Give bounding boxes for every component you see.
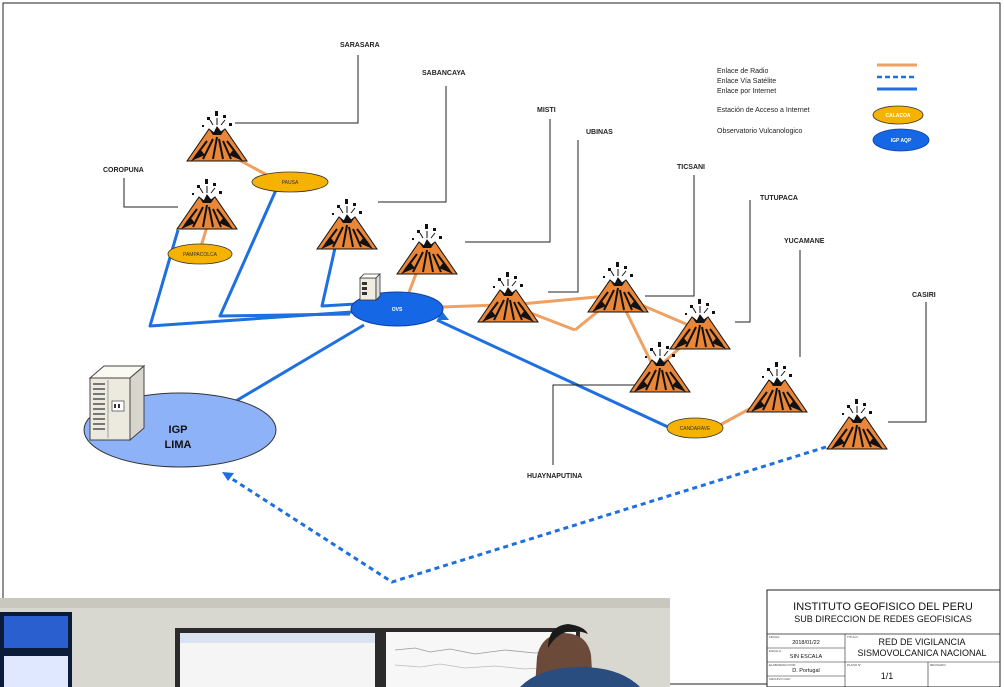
internet-link [148,229,353,328]
title-fecha: 2018/01/22 [792,640,820,646]
svg-text:PAMPACOLCA: PAMPACOLCA [183,252,218,258]
internet-link [436,318,669,429]
volcano-icons [176,110,888,450]
volcano-icon [396,223,458,275]
label-sarasara: SARASARA [340,42,380,49]
node-ovs[interactable]: OVS [350,291,444,327]
svg-text:ESCALA:: ESCALA: [769,649,782,653]
node-candarave[interactable]: CANDARAVE [666,417,724,439]
volcano-icon [176,178,238,230]
legend-observatory-swatch: IGP AQP [872,128,930,152]
label-misti: MISTI [537,107,556,114]
leader-lines [123,55,927,465]
satellite-link [225,445,827,584]
label-ticsani: TICSANI [677,164,705,171]
satellite-links [222,445,827,584]
volcano-icon [746,361,808,413]
legend: Enlace de Radio Enlace Vía Satélite Enla… [717,63,930,152]
svg-text:REVISADO:: REVISADO: [930,663,947,667]
control-room-photo [0,598,670,687]
label-coropuna: COROPUNA [103,167,144,174]
svg-text:PAUSA: PAUSA [282,180,299,186]
svg-text:OVS: OVS [392,307,403,313]
label-huaynaputina: HUAYNAPUTINA [527,473,582,480]
title-titulo-1: RED DE VIGILANCIA [878,637,965,647]
internet-link [223,323,365,410]
svg-text:PLANO N°: PLANO N° [847,663,862,667]
volcano-icon [316,198,378,250]
label-ubinas: UBINAS [586,129,613,136]
legend-observatory: Observatorio Vulcanologico [717,128,802,135]
label-sabancaya: SABANCAYA [422,70,465,77]
arrow-head [222,472,234,481]
svg-text:LIMA: LIMA [165,439,192,451]
node-pausa[interactable]: PAUSA [251,171,329,193]
legend-internet: Enlace por Internet [717,88,776,95]
svg-text:CALACOA: CALACOA [886,113,911,119]
node-pampacolca[interactable]: PAMPACOLCA [167,243,233,265]
title-plano: 1/1 [881,671,894,681]
svg-text:IGP: IGP [169,424,188,436]
volcano-icon [477,271,539,323]
internet-links [148,189,669,429]
svg-text:FECHA:: FECHA: [769,635,780,639]
label-casiri: CASIRI [912,292,936,299]
title-subdirection: SUB DIRECCION DE REDES GEOFISICAS [794,614,972,624]
legend-access-station-swatch: CALACOA [872,105,924,125]
station-labels: SARASARA SABANCAYA COROPUNA MISTI UBINAS… [103,42,936,480]
svg-text:ELABORADO POR:: ELABORADO POR: [769,663,796,667]
title-elaborado: D. Portugal [792,668,820,674]
legend-access-station: Estación de Acceso a Internet [717,107,810,114]
server-rack-icon [88,364,146,442]
volcano-icon [186,110,248,162]
arrow-head [437,311,449,320]
title-institute: INSTITUTO GEOFISICO DEL PERU [793,601,973,613]
internet-link [218,189,351,318]
svg-text:ARCHIVO CAD:: ARCHIVO CAD: [769,677,791,681]
label-tutupaca: TUTUPACA [760,195,798,202]
svg-text:IGP AQP: IGP AQP [891,138,912,144]
label-yucamane: YUCAMANE [784,238,825,245]
server-icon [359,273,381,301]
volcano-icon [587,261,649,313]
title-escala: SIN ESCALA [790,654,823,660]
legend-radio: Enlace de Radio [717,68,768,75]
title-block: INSTITUTO GEOFISICO DEL PERU SUB DIRECCI… [766,589,1001,687]
svg-text:TITULO:: TITULO: [847,635,859,639]
radio-link [441,303,499,309]
volcano-icon [669,298,731,350]
internet-link [320,247,357,308]
legend-satellite: Enlace Vía Satélite [717,78,776,85]
volcano-icon [826,398,888,450]
svg-text:CANDARAVE: CANDARAVE [680,426,711,432]
title-titulo-2: SISMOVOLCANICA NACIONAL [857,648,986,658]
